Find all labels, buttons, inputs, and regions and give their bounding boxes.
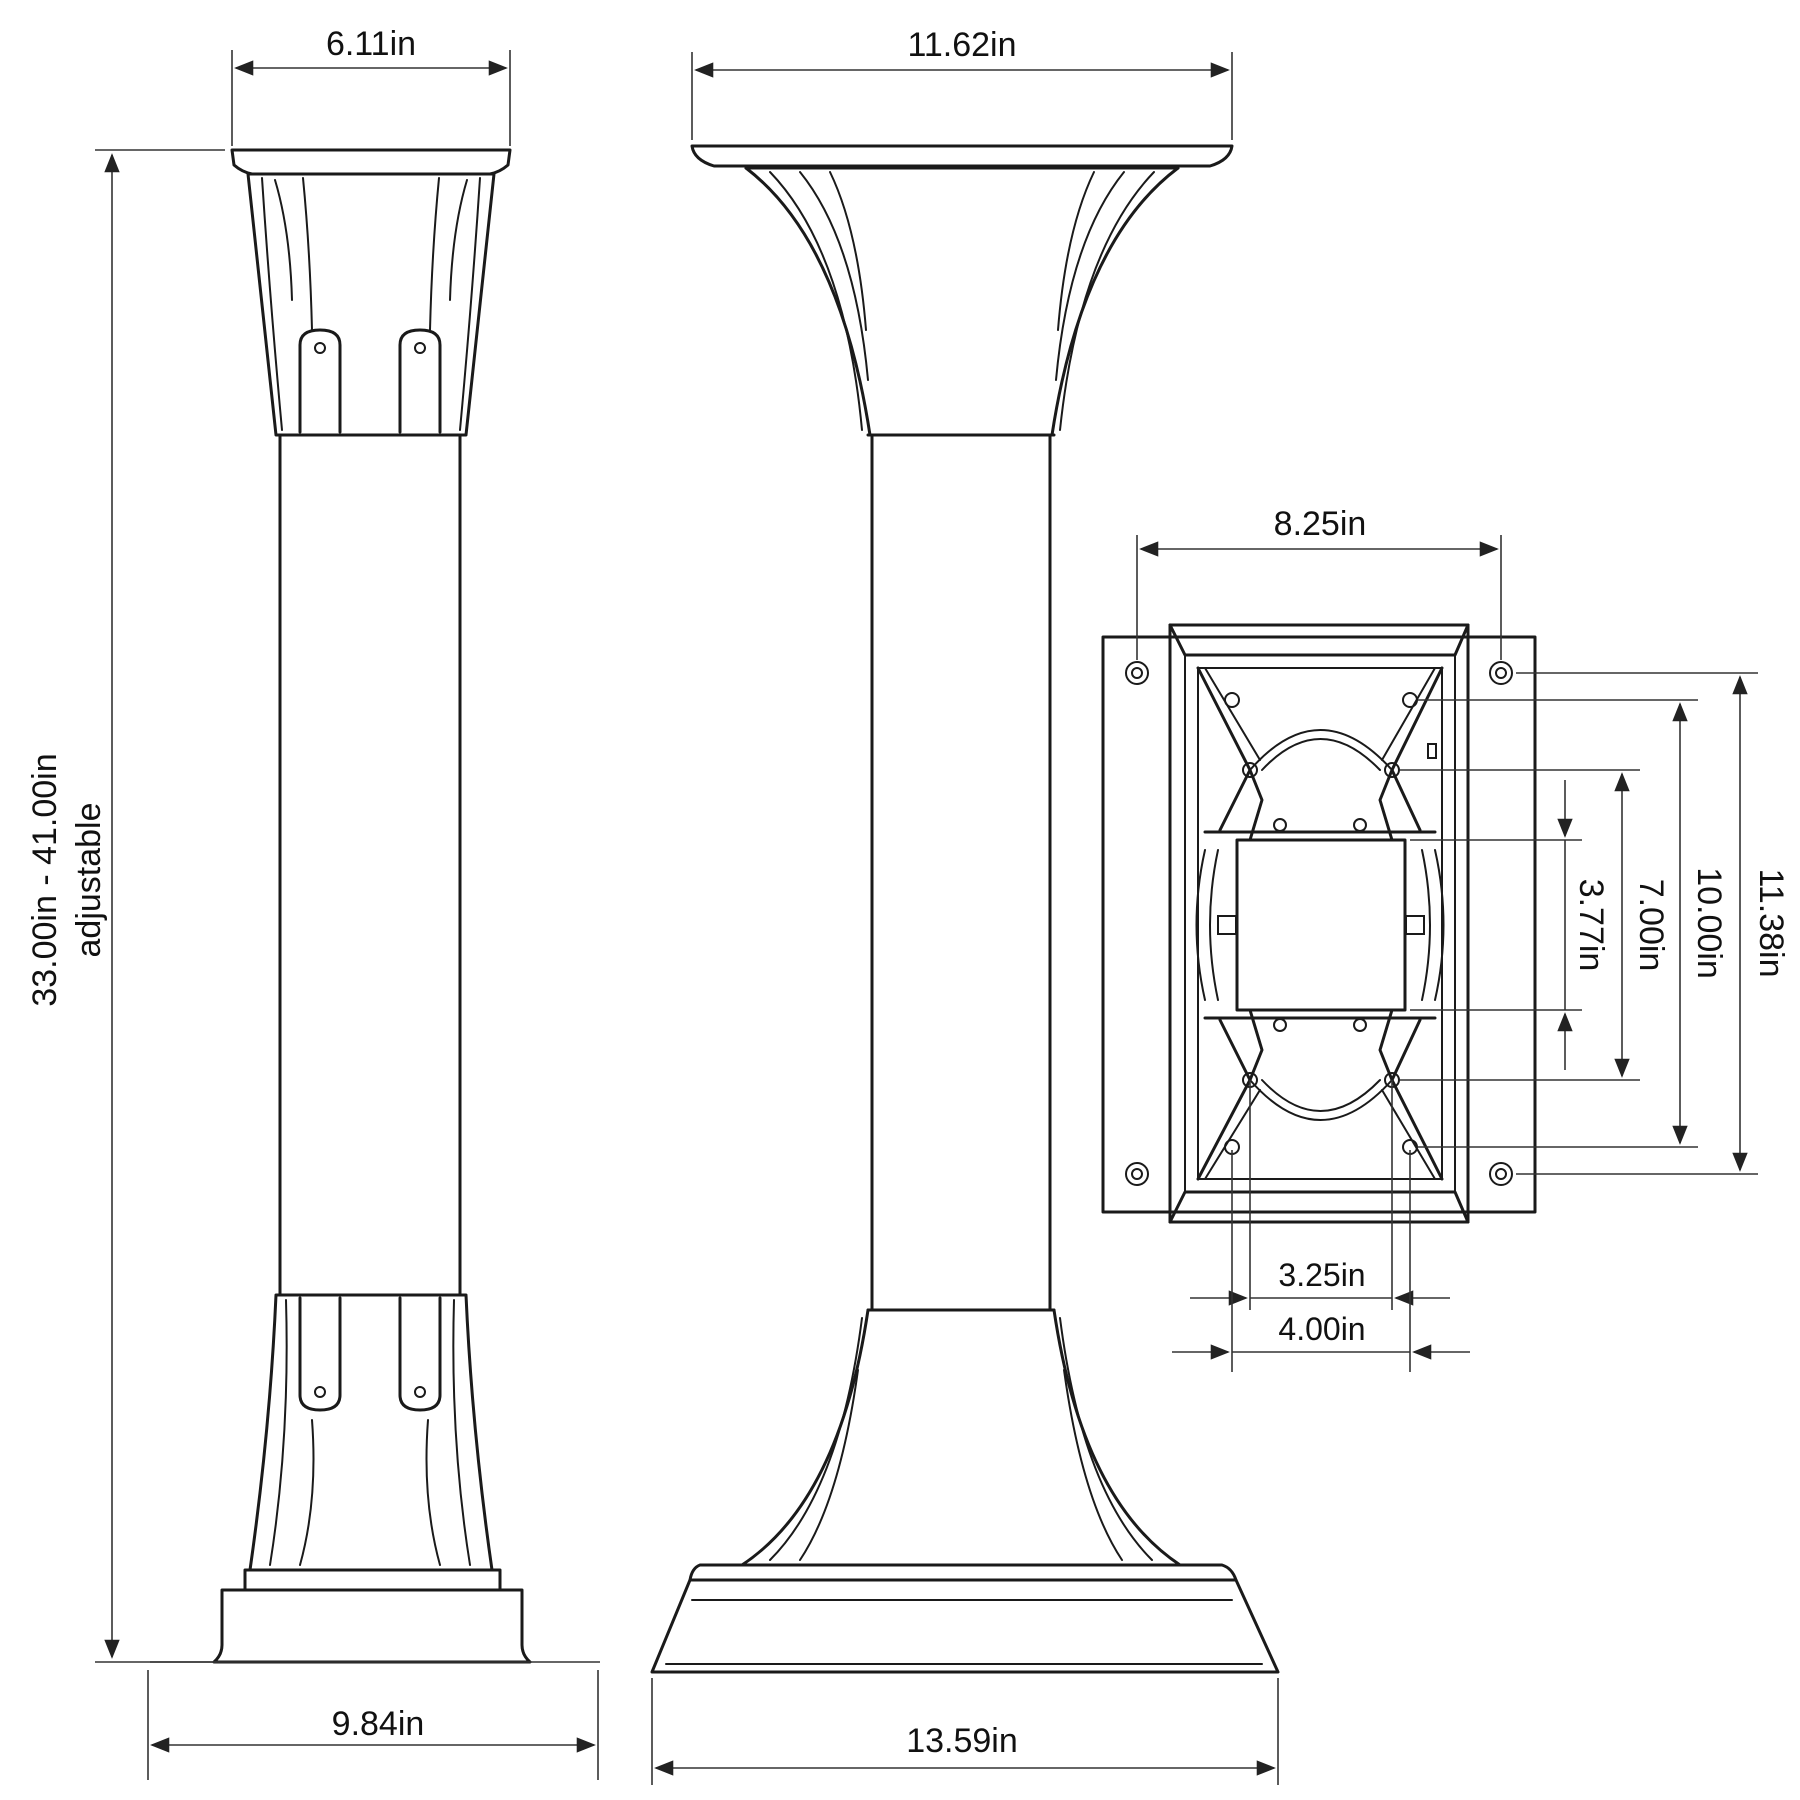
plate-outline <box>1101 635 1537 1214</box>
center-spacing-vertical-label: 3.77in <box>1572 879 1610 972</box>
center-spacing-horizontal-label: 3.25in <box>1278 1257 1365 1293</box>
inner-spacing-horizontal-dimension: 4.00in <box>1172 1150 1470 1372</box>
front-view-post <box>650 144 1280 1674</box>
mount-hole <box>1125 1162 1149 1186</box>
front-base-plinth <box>650 1578 1280 1674</box>
bolt <box>1384 762 1400 778</box>
height-dimension: 33.00in - 41.00in adjustable <box>26 149 225 1663</box>
height-label: 33.00in - 41.00in <box>26 753 64 1006</box>
hole-spacing-vertical-label: 10.00in <box>1690 867 1728 979</box>
bolt-hole <box>314 1386 326 1398</box>
bolt-hole <box>414 1386 426 1398</box>
front-base-width-dimension: 13.59in <box>651 1678 1279 1785</box>
side-base-width-label: 9.84in <box>332 1705 425 1743</box>
mount-hole <box>1489 1162 1513 1186</box>
inner-spacing-vertical-dimension: 7.00in <box>1400 769 1670 1081</box>
front-top-width-label: 11.62in <box>907 26 1016 64</box>
side-top-cap <box>230 148 512 176</box>
front-upper-sleeve <box>744 166 1180 437</box>
front-base-rim <box>688 1563 1238 1582</box>
side-top-width-label: 6.11in <box>326 25 416 63</box>
bolt <box>1224 692 1240 708</box>
side-base-width-dimension: 9.84in <box>147 1670 599 1780</box>
side-base-plinth <box>212 1588 532 1664</box>
mount-hole <box>1125 661 1149 685</box>
front-top-cap <box>690 144 1234 168</box>
side-upper-sleeve <box>246 172 496 437</box>
height-note-label: adjustable <box>70 802 108 957</box>
side-base-ring <box>243 1568 502 1592</box>
side-view-post <box>150 148 600 1664</box>
front-lower-sleeve <box>740 1308 1182 1567</box>
inner-spacing-horizontal-label: 4.00in <box>1278 1311 1365 1347</box>
hole-spacing-vertical-dimension: 10.00in <box>1418 699 1728 1148</box>
front-top-width-dimension: 11.62in <box>691 26 1233 140</box>
front-base-width-label: 13.59in <box>906 1722 1018 1760</box>
bolt-hole <box>414 342 426 354</box>
mounting-plate <box>1101 623 1537 1224</box>
center-spacing-horizontal-dimension: 3.25in <box>1190 1080 1450 1310</box>
bolt <box>1402 692 1418 708</box>
side-top-width-dimension: 6.11in <box>231 25 511 146</box>
plate-width-dimension: 8.25in <box>1136 505 1502 660</box>
mount-hole <box>1489 661 1513 685</box>
inner-spacing-vertical-label: 7.00in <box>1632 879 1670 972</box>
plate-height-dimension: 11.38in <box>1516 672 1790 1175</box>
bolt-hole <box>314 342 326 354</box>
bolt <box>1242 762 1258 778</box>
center-socket <box>1235 838 1407 1012</box>
plate-width-label: 8.25in <box>1274 505 1367 543</box>
center-spacing-vertical-dimension: 3.77in <box>1410 780 1610 1070</box>
plate-height-label: 11.38in <box>1752 868 1790 977</box>
